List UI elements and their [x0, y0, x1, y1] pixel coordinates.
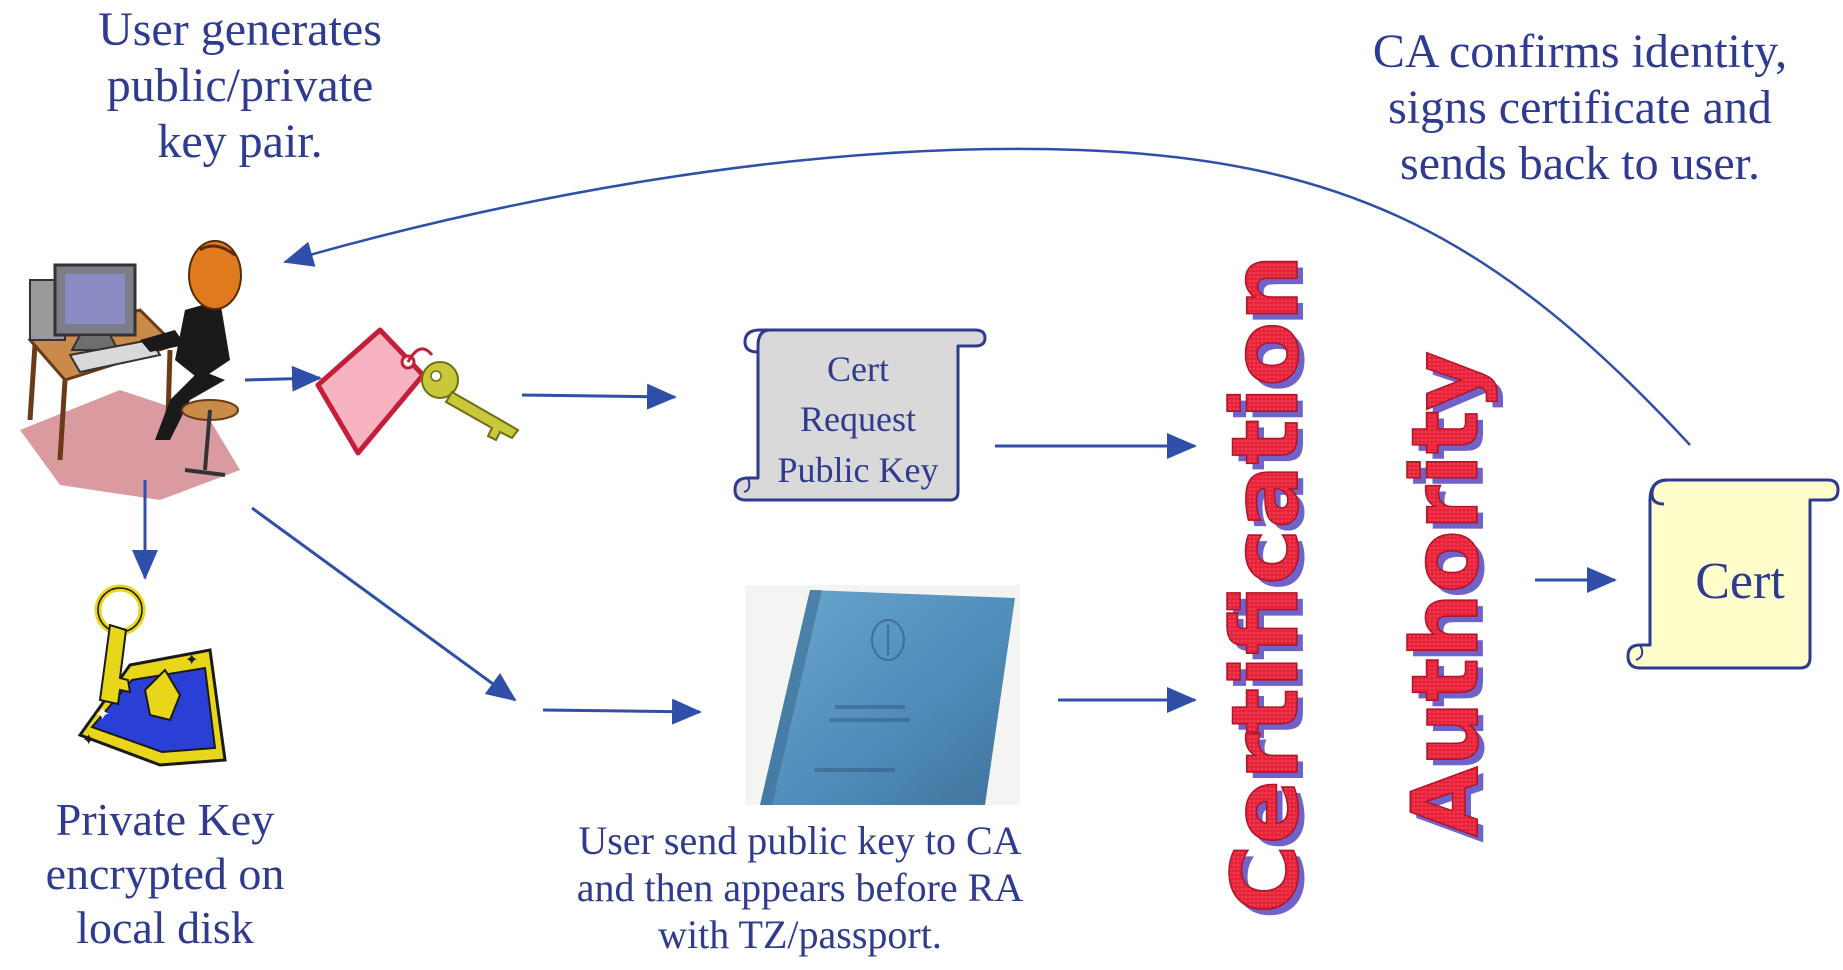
caption-line: signs certificate and [1388, 81, 1772, 135]
ca-word-authority: Authority [1392, 351, 1499, 837]
caption-line: Private Key [55, 794, 275, 845]
caption-line: with TZ/passport. [658, 911, 942, 957]
arrow-user-to-tag [244, 365, 322, 392]
request-scroll-line-public-key: Public Key [778, 450, 939, 490]
request-scroll-line-request: Request [800, 399, 916, 439]
arrow-cert-back-to-user [283, 147, 1691, 446]
request-scroll-line-cert: Cert [827, 349, 889, 389]
arrow-tag-to-request [521, 383, 677, 410]
svg-text:✦: ✦ [185, 652, 198, 669]
caption-private-key: Private Key encrypted on local disk [10, 793, 320, 954]
arrow-to-passport [542, 698, 702, 725]
svg-text:✦: ✦ [82, 732, 95, 749]
caption-user-generates-keys: User generates public/private key pair. [40, 2, 440, 170]
caption-line: key pair. [157, 115, 323, 169]
caption-line: public/private [106, 59, 374, 113]
caption-line: User send public key to CA [578, 818, 1022, 863]
caption-line: sends back to user. [1400, 137, 1760, 191]
encrypted-key-icon: ✦ ✦ ✦ [77, 584, 227, 767]
passport-icon [745, 585, 1020, 805]
key-tag-icon [315, 327, 520, 456]
caption-ca-confirms: CA confirms identity, signs certificate … [1320, 24, 1840, 192]
ca-word-certification-shadow: Certification [1218, 260, 1325, 920]
arrow-user-diagonal [251, 506, 517, 702]
caption-user-sends-public-key: User send public key to CA and then appe… [520, 818, 1080, 958]
caption-line: User generates [98, 3, 382, 56]
cert-scroll: Cert [1626, 478, 1840, 670]
svg-text:✦: ✦ [95, 704, 110, 724]
caption-line: CA confirms identity, [1372, 25, 1788, 78]
cert-scroll-label: Cert [1695, 553, 1785, 610]
cert-request-scroll: Cert Request Public Key [733, 328, 987, 502]
caption-line: and then appears before RA [576, 864, 1024, 910]
caption-line: encrypted on [45, 847, 285, 899]
flow-arrows [132, 147, 1691, 725]
caption-line: local disk [76, 901, 254, 953]
ca-word-certification: Certification [1212, 254, 1319, 914]
certification-authority-label: Certification Certification Authority Au… [1211, 253, 1505, 920]
user-at-computer-icon [20, 240, 242, 500]
ca-word-authority-shadow: Authority [1398, 357, 1505, 843]
